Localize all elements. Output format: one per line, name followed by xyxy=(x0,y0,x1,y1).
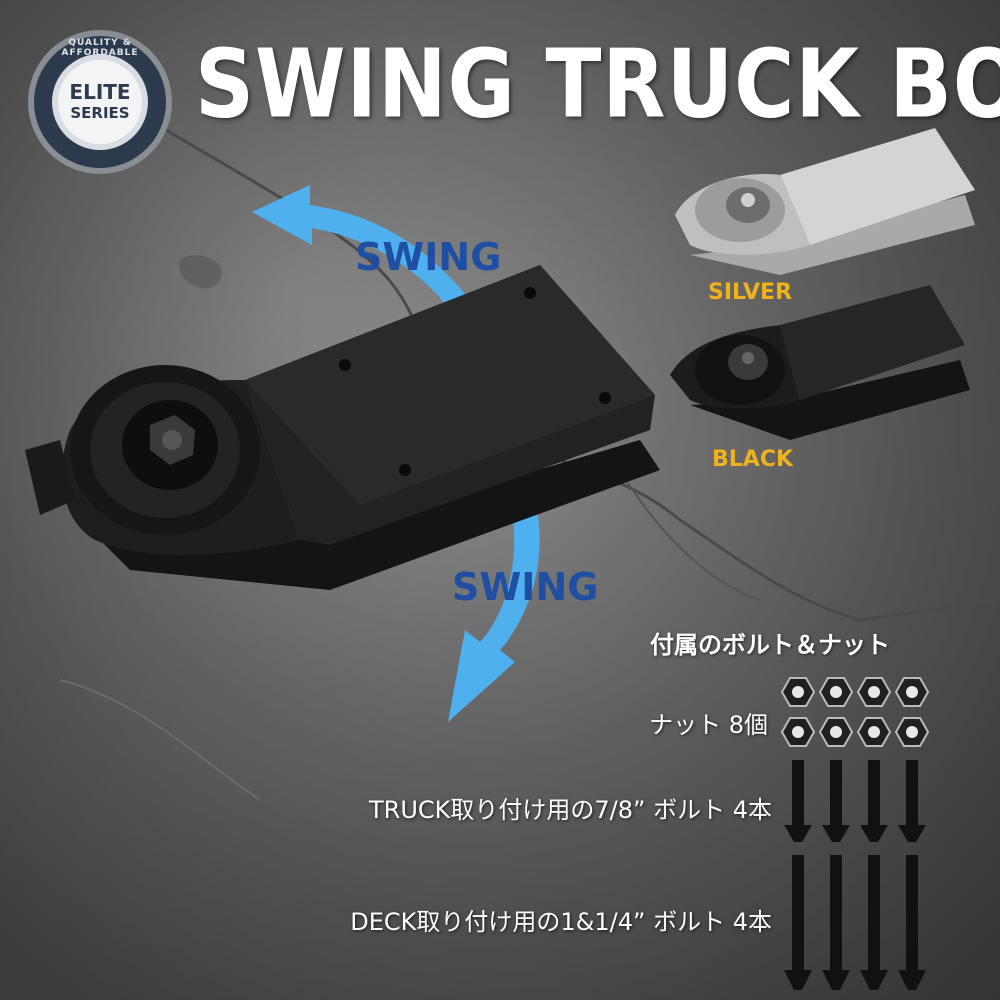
badge-sub-text: SERIES xyxy=(70,104,130,122)
badge-main-text: ELITE xyxy=(69,80,131,104)
truck-bolts-label: TRUCK取り付け用の7/8” ボルト 4本 xyxy=(369,796,772,824)
deck-bolts-label: DECK取り付け用の1&1/4” ボルト 4本 xyxy=(350,908,772,936)
badge-ring-text: QUALITY & AFFORDABLE xyxy=(61,38,139,58)
swing-label-upper: SWING xyxy=(355,235,502,279)
nuts-label: ナット 8個 xyxy=(649,711,768,739)
variant-label-silver: SILVER xyxy=(708,280,793,305)
swing-label-lower: SWING xyxy=(452,565,599,609)
upper-swing-arrow-icon xyxy=(252,185,470,310)
lower-swing-arrow-icon xyxy=(448,470,540,722)
accessories-title: 付属のボルト＆ナット xyxy=(650,631,890,659)
page-title: SWING TRUCK BOOSTER xyxy=(195,30,1000,140)
bolt-icon xyxy=(784,760,926,842)
variant-label-black: BLACK xyxy=(712,447,794,472)
bolt-icon xyxy=(784,855,926,990)
